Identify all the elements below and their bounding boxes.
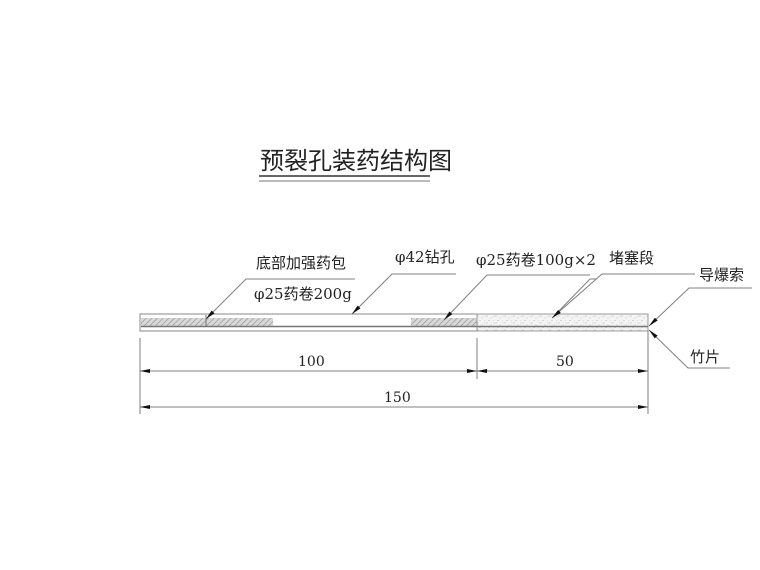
label-bottom-charge-spec: φ25药卷200g	[254, 285, 352, 303]
leader-bamboo-strip	[648, 329, 730, 369]
dim-value-charge: 100	[298, 354, 325, 370]
label-column-charge: φ25药卷100g×2	[476, 251, 596, 269]
label-stemming: 堵塞段	[609, 249, 654, 267]
leader-column-charge	[443, 274, 590, 321]
title-text: 预裂孔装药结构图	[260, 147, 452, 175]
dimension-lines	[139, 331, 649, 414]
dim-value-total: 150	[384, 390, 411, 406]
diagram-title: 预裂孔装药结构图	[259, 147, 452, 182]
column-charge-section	[411, 318, 477, 326]
leader-bottom-charge	[205, 278, 355, 320]
bottom-charge-section	[141, 318, 273, 326]
leader-stemming	[551, 273, 695, 319]
leader-lines	[205, 273, 752, 369]
stemming-section	[476, 313, 649, 332]
label-borehole: φ42钻孔	[395, 248, 455, 266]
dim-value-stemming: 50	[556, 354, 574, 370]
borehole-bar	[139, 313, 649, 332]
leader-borehole	[351, 273, 456, 315]
label-bamboo-strip: 竹片	[690, 348, 720, 366]
leader-detonating-cord	[648, 287, 752, 327]
label-detonating-cord: 导爆索	[699, 266, 744, 284]
leader-stemming-a	[554, 278, 596, 316]
label-bottom-charge: 底部加强药包	[256, 254, 346, 272]
